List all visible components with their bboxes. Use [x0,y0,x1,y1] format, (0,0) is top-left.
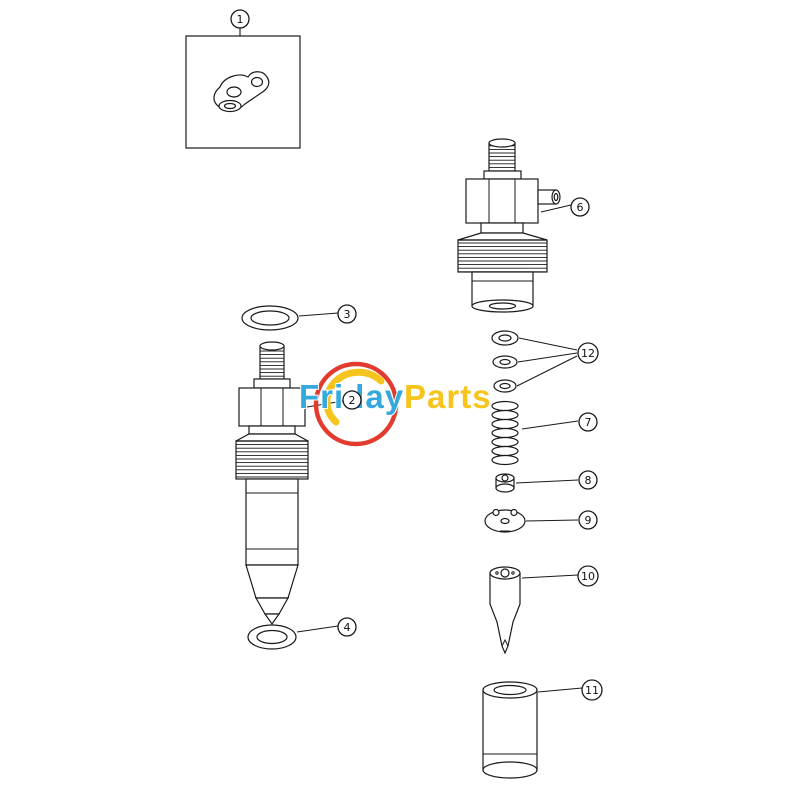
leader-line-7 [521,420,579,430]
injector-tip [263,613,281,626]
callout-2: 2 [342,390,362,410]
part-clamp-box: 1 [185,9,301,149]
leader-lines-12 [516,337,578,387]
callout-9: 9 [578,510,598,530]
callout-12-number: 12 [581,347,595,360]
leader-line-9 [525,519,579,522]
leader-line-8 [515,479,579,484]
fridayparts-watermark: FridayParts 2 [298,361,492,447]
callout-4: 4 [337,617,357,637]
callout-11-circle [581,679,603,701]
part-injector-assembly [235,341,344,626]
callout-7-circle [578,412,598,432]
callout-12: 12 [577,342,599,364]
callout-2-number: 2 [349,394,356,407]
leader-line-3 [298,312,339,317]
leader-line-10 [521,574,579,579]
brand-parts: Parts [404,378,492,415]
part-lower-seal-washer: 4 [247,617,357,650]
callout-6-circle [570,197,590,217]
callout-4-circle [337,617,357,637]
callout-7: 7 [578,412,598,432]
callout-10: 10 [577,565,599,587]
watermark-red-ring [313,361,399,447]
part-spring-seat: 8 [495,470,598,493]
callout-8: 8 [578,470,598,490]
callout-11: 11 [581,679,603,701]
callout-8-circle [578,470,598,490]
callout-2-circle [342,390,362,410]
injector-top-threads [259,345,285,380]
callout-6-number: 6 [577,201,584,214]
callout-10-number: 10 [581,570,595,583]
callout-1: 1 [230,9,250,29]
watermark-brand-text: FridayParts [299,378,492,415]
callout-8-number: 8 [585,474,592,487]
injector-main-threads [235,440,309,480]
leader-line-4 [296,625,339,633]
callout-10-circle [577,565,599,587]
hex-body [465,178,539,224]
callout-3: 3 [337,304,357,324]
callout-1-number: 1 [237,13,244,26]
main-threads [457,239,548,273]
part-spacer-plate: 9 [484,508,598,533]
clamp-part-drawing [213,71,270,113]
leader-line-6 [540,204,572,213]
callout-4-number: 4 [344,621,351,634]
injector-hex-body [238,387,306,427]
leader-line-11 [537,687,583,693]
callout-3-number: 3 [344,308,351,321]
brand-frida: Frida [299,378,385,415]
part-nozzle-holder-body: 6 [457,138,590,313]
part-upper-seal-washer: 3 [241,304,357,331]
callout-3-circle [337,304,357,324]
part-spring: 7 [491,400,598,466]
callout-12-circle [577,342,599,364]
callout-7-number: 7 [585,416,592,429]
top-stud-threads [488,142,516,172]
watermark-yellow-swoosh [323,368,385,426]
brand-y: y [385,378,404,415]
callout-1-circle [230,9,250,29]
part-nozzle: 10 [489,565,599,655]
callout-6: 6 [570,197,590,217]
part-washer-set: 12 [491,330,599,393]
callout-9-circle [578,510,598,530]
callout-11-number: 11 [585,684,599,697]
part-nozzle-nut: 11 [482,679,603,779]
callout-9-number: 9 [585,514,592,527]
